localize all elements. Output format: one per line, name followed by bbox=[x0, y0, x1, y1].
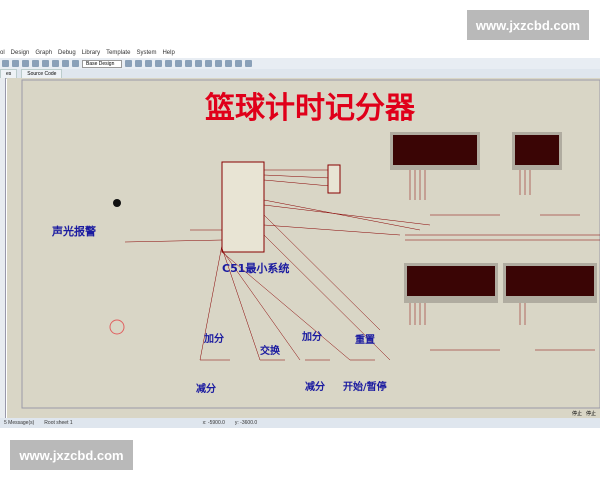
tool-icon[interactable] bbox=[12, 60, 19, 67]
display-2digit[interactable] bbox=[512, 132, 562, 170]
tool-icon[interactable] bbox=[62, 60, 69, 67]
origin-icon[interactable] bbox=[135, 60, 142, 67]
x-coordinate: x: -5900.0 bbox=[202, 420, 225, 426]
tool-icon[interactable] bbox=[22, 60, 29, 67]
zoom-out-icon[interactable] bbox=[155, 60, 162, 67]
y-coordinate: y: -3600.0 bbox=[234, 420, 258, 426]
menu-bar: ol Design Graph Debug Library Template S… bbox=[0, 50, 600, 58]
toolbar: Base Design bbox=[0, 58, 600, 69]
paste-icon[interactable] bbox=[215, 60, 222, 67]
schematic-title: 篮球计时记分器 bbox=[205, 91, 416, 126]
mcu-label: C51最小系统 bbox=[222, 261, 289, 275]
menu-item[interactable]: ol bbox=[0, 50, 5, 56]
menu-item[interactable]: Graph bbox=[35, 50, 53, 56]
zoom-all-icon[interactable] bbox=[165, 60, 172, 67]
menu-item[interactable]: Library bbox=[81, 50, 101, 56]
tab-bar: es Source Code bbox=[0, 68, 600, 79]
copy-icon[interactable] bbox=[205, 60, 212, 67]
cut-icon[interactable] bbox=[195, 60, 202, 67]
schematic-canvas[interactable]: 篮球计时记分器 C51最小系统 声光报警 加分 减分 交换 加分 减分 重置 开… bbox=[7, 78, 600, 418]
block-icon[interactable] bbox=[225, 60, 232, 67]
redo-icon[interactable] bbox=[185, 60, 192, 67]
tool-icon[interactable] bbox=[32, 60, 39, 67]
stop-button[interactable]: 停止 bbox=[585, 411, 596, 417]
sheet-status: Root sheet 1 bbox=[44, 420, 73, 426]
left-toolbar[interactable] bbox=[0, 78, 6, 418]
display-4digit[interactable] bbox=[503, 263, 597, 303]
button-label: 重置 bbox=[355, 333, 375, 346]
cursor-indicator bbox=[109, 319, 125, 335]
mcu-chip[interactable] bbox=[221, 161, 265, 253]
help-icon[interactable] bbox=[72, 60, 79, 67]
display-4digit[interactable] bbox=[390, 132, 480, 170]
search-icon[interactable] bbox=[245, 60, 252, 67]
alarm-label: 声光报警 bbox=[51, 224, 96, 238]
menu-item[interactable]: System bbox=[136, 50, 157, 56]
button-label: 开始/暂停 bbox=[343, 380, 387, 393]
tool-icon[interactable] bbox=[52, 60, 59, 67]
button-label: 减分 bbox=[305, 380, 325, 393]
menu-item[interactable]: Design bbox=[10, 50, 30, 56]
tab-schematic[interactable]: es bbox=[0, 68, 18, 79]
messages-status[interactable]: 5 Message(s) bbox=[4, 420, 35, 426]
display-4digit[interactable] bbox=[404, 263, 498, 303]
watermark: www.jxzcbd.com bbox=[10, 440, 133, 470]
stop-button[interactable]: 停止 bbox=[571, 411, 582, 417]
tool-icon[interactable] bbox=[42, 60, 49, 67]
tab-source-code[interactable]: Source Code bbox=[21, 68, 63, 79]
undo-icon[interactable] bbox=[175, 60, 182, 67]
button-label: 减分 bbox=[196, 382, 216, 395]
menu-item[interactable]: Template bbox=[106, 50, 131, 56]
zoom-in-icon[interactable] bbox=[145, 60, 152, 67]
design-select[interactable]: Base Design bbox=[82, 59, 122, 68]
grid-icon[interactable] bbox=[125, 60, 132, 67]
block-icon[interactable] bbox=[235, 60, 242, 67]
watermark: www.jxzcbd.com bbox=[467, 10, 589, 40]
menu-item[interactable]: Debug bbox=[58, 50, 76, 56]
save-icon[interactable] bbox=[2, 60, 9, 67]
menu-item[interactable]: Help bbox=[162, 50, 175, 56]
button-label: 加分 bbox=[203, 332, 224, 345]
button-label: 加分 bbox=[301, 330, 322, 343]
status-bar: 5 Message(s) Root sheet 1 x: -5900.0 y: … bbox=[0, 418, 600, 428]
buzzer[interactable] bbox=[113, 199, 121, 207]
button-label: 交换 bbox=[260, 344, 281, 357]
resistor-pack[interactable] bbox=[327, 164, 341, 194]
